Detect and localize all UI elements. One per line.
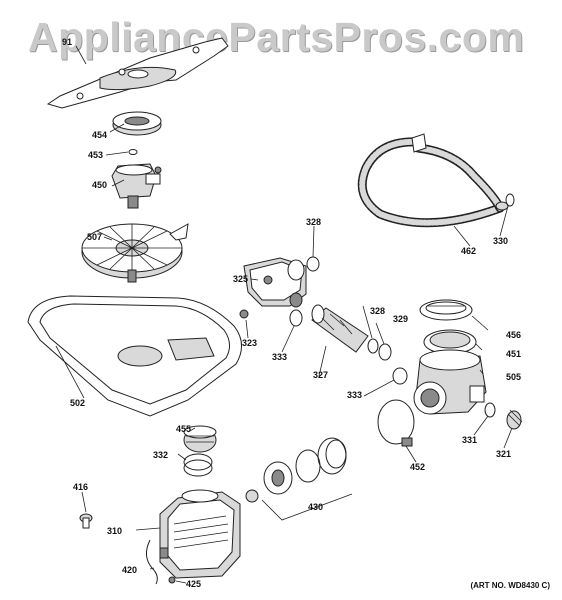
sump-assembly-part	[413, 349, 487, 415]
callout-450: 450	[92, 180, 108, 190]
motor-clamp-part	[183, 453, 213, 477]
harness-wire-part	[146, 539, 158, 585]
callout-507: 507	[87, 232, 103, 242]
connector-tube-part	[311, 304, 369, 353]
pump-housing-part	[243, 257, 307, 308]
callout-329: 329	[393, 314, 409, 324]
callout-332: 332	[153, 450, 169, 460]
callout-453: 453	[88, 150, 104, 160]
callout-502: 502	[70, 398, 86, 408]
spray-arm-part	[46, 37, 229, 109]
callout-505: 505	[506, 372, 522, 382]
motor-assembly-part	[159, 489, 241, 579]
strainer-part	[183, 425, 217, 453]
small-screw-part	[168, 576, 176, 584]
callout-462: 462	[461, 246, 477, 256]
seal-ring-lower-part	[367, 338, 379, 354]
callout-416: 416	[73, 482, 89, 492]
callout-328-upper: 328	[306, 217, 322, 227]
callout-454: 454	[92, 130, 108, 140]
sump-lid-part	[419, 299, 473, 321]
hose-clamp-right-part	[392, 367, 408, 385]
callout-333-right: 333	[347, 390, 363, 400]
spray-arm-nut-part	[112, 111, 162, 136]
mounting-screw-part	[79, 513, 93, 529]
hose-clamp-left-part	[289, 309, 303, 327]
callout-331: 331	[462, 435, 478, 445]
callout-328-lower: 328	[370, 306, 386, 316]
check-valve-seal-part	[484, 402, 496, 418]
check-valve-part	[506, 409, 523, 430]
callout-430: 430	[308, 502, 324, 512]
plug-part	[239, 309, 249, 319]
drain-hose-clamp-part	[505, 193, 515, 207]
callout-452: 452	[410, 462, 426, 472]
o-ring-part	[128, 149, 138, 155]
callout-321: 321	[496, 449, 512, 459]
callout-456: 456	[506, 330, 522, 340]
seal-ring-upper-part	[306, 256, 320, 272]
callout-325: 325	[233, 274, 249, 284]
filter-housing-part	[111, 163, 162, 209]
grommet-part	[378, 343, 392, 361]
callout-323: 323	[242, 338, 258, 348]
callout-455: 455	[176, 424, 192, 434]
callout-91: 91	[62, 37, 73, 47]
callout-310: 310	[107, 526, 123, 536]
art-number: (ART NO. WD8430 C)	[470, 581, 550, 590]
callout-420: 420	[122, 565, 138, 575]
callout-425: 425	[186, 579, 202, 589]
callout-451: 451	[506, 349, 522, 359]
sump-seal-part	[423, 329, 477, 355]
watermark: AppliancePartsPros.com	[28, 14, 525, 60]
callout-330: 330	[493, 236, 509, 246]
sump-clamp-part	[377, 399, 415, 447]
callout-327: 327	[313, 370, 329, 380]
impeller-kit-part	[245, 437, 347, 503]
drain-hose-part	[357, 133, 509, 228]
callout-333-left: 333	[272, 352, 288, 362]
filter-screen-part	[81, 223, 189, 283]
leader-lines	[55, 45, 513, 584]
sump-gasket-part	[27, 295, 242, 417]
